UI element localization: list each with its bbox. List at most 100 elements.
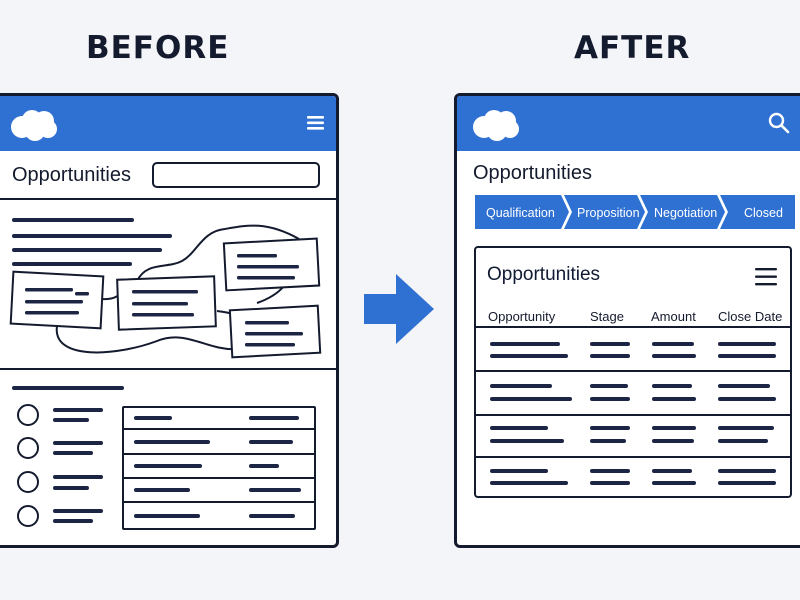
cell-placeholder [490,439,564,443]
cell-placeholder [718,439,768,443]
text-placeholder [12,218,134,222]
node-text-placeholder [237,254,277,258]
text-placeholder [12,234,172,238]
cell-placeholder [652,469,692,473]
stage-chevron-closed [720,195,795,229]
after-app-window: Opportunities Qualification Proposition … [454,93,800,548]
node-text-placeholder [245,321,289,325]
cell-placeholder [590,397,630,401]
cell-placeholder [249,440,293,444]
column-header-opportunity[interactable]: Opportunity [488,309,556,324]
list-card-title: Opportunities [487,264,601,285]
cell-placeholder [590,342,630,346]
cell-placeholder [490,342,560,346]
radio-label-placeholder [53,408,103,412]
cell-placeholder [249,464,279,468]
cell-placeholder [134,416,172,420]
cell-placeholder [652,354,696,358]
before-label: BEFORE [86,30,230,66]
before-page-title: Opportunities [12,164,131,186]
table-row-divider [124,453,314,455]
cell-placeholder [590,426,630,430]
node-text-placeholder [132,313,194,317]
column-header-amount[interactable]: Amount [651,309,696,324]
after-header-bar [457,96,800,151]
text-placeholder [12,248,162,252]
before-app-window: Opportunities [0,93,339,548]
node-text-placeholder [132,290,198,294]
cell-placeholder [134,464,202,468]
column-header-close-date[interactable]: Close Date [718,309,783,324]
cell-placeholder [718,481,776,485]
search-icon[interactable] [768,112,790,134]
cell-placeholder [718,397,776,401]
before-data-table [122,406,316,530]
radio-label-placeholder [53,451,93,455]
cell-placeholder [652,384,692,388]
cell-placeholder [490,469,548,473]
cell-placeholder [718,469,776,473]
cell-placeholder [652,342,694,346]
table-row-divider [124,501,314,503]
radio-button[interactable] [17,404,39,426]
salesforce-cloud-icon [11,110,57,141]
cell-placeholder [652,426,696,430]
cell-placeholder [490,354,568,358]
cell-placeholder [490,397,572,401]
radio-label-placeholder [53,486,89,490]
hamburger-menu-icon[interactable] [755,268,777,286]
cell-placeholder [590,481,630,485]
cell-placeholder [590,354,630,358]
cell-placeholder [652,439,694,443]
text-placeholder [12,262,132,266]
stage-qualification[interactable]: Qualification [486,206,555,220]
radio-label-placeholder [53,519,93,523]
cell-placeholder [718,384,770,388]
cell-placeholder [590,439,626,443]
diagram-node [228,304,322,359]
radio-label-placeholder [53,475,103,479]
sales-path-bar [475,195,795,229]
connector-line [136,224,300,282]
column-header-stage[interactable]: Stage [590,309,624,324]
hamburger-menu-icon[interactable] [307,116,325,130]
radio-button[interactable] [17,505,39,527]
cell-placeholder [490,426,548,430]
diagram-node [222,237,321,292]
salesforce-cloud-icon [473,110,519,141]
node-text-placeholder [237,265,299,269]
after-page-title: Opportunities [473,162,592,184]
cell-placeholder [718,354,776,358]
table-row-divider [476,456,790,458]
radio-button[interactable] [17,471,39,493]
right-arrow-icon [364,274,434,344]
cell-placeholder [718,426,774,430]
stage-chevron-qualification [475,195,569,229]
cell-placeholder [249,416,299,420]
cell-placeholder [652,481,696,485]
before-divider-middle [0,368,336,370]
before-header-bar [0,96,336,151]
cell-placeholder [652,397,696,401]
stage-negotiation[interactable]: Negotiation [654,206,718,220]
cell-placeholder [590,384,628,388]
radio-label-placeholder [53,441,103,445]
table-row-divider [124,428,314,430]
section-heading-placeholder [12,386,124,390]
before-divider-top [0,198,336,200]
stage-chevron-proposition [564,195,645,229]
radio-label-placeholder [53,509,103,513]
table-row-divider [476,414,790,416]
opportunities-list-card: Opportunities Opportunity Stage Amount C… [474,246,792,498]
connector-line [55,325,238,354]
cell-placeholder [490,384,552,388]
cell-placeholder [249,488,301,492]
radio-label-placeholder [53,418,89,422]
node-text-placeholder [237,276,295,280]
node-text-placeholder [245,332,303,336]
stage-proposition[interactable]: Proposition [577,206,640,220]
cell-placeholder [134,488,190,492]
radio-button[interactable] [17,437,39,459]
stage-closed[interactable]: Closed [744,206,783,220]
before-search-input[interactable] [152,162,320,188]
